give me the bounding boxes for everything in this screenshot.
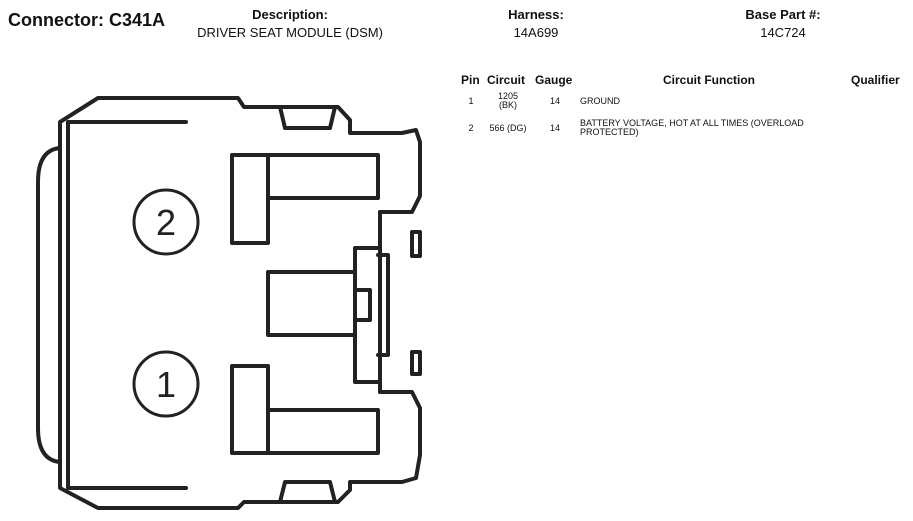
- description-label: Description:: [252, 7, 328, 22]
- harness-label: Harness:: [508, 7, 564, 22]
- connector-housing: [36, 96, 422, 510]
- base-part-value: 14C724: [760, 25, 806, 40]
- harness-value: 14A699: [513, 25, 559, 40]
- column-header-circuit-function: Circuit Function: [663, 73, 755, 87]
- column-header-qualifier: Qualifier: [851, 73, 900, 87]
- table-row-2-function-line1: BATTERY VOLTAGE, HOT AT ALL TIMES (OVERL…: [580, 118, 804, 128]
- base-part-label: Base Part #:: [745, 7, 821, 22]
- table-row-2-gauge: 14: [549, 123, 560, 133]
- description-value: DRIVER SEAT MODULE (DSM): [197, 25, 383, 40]
- column-header-pin: Pin: [461, 73, 480, 87]
- column-header-circuit: Circuit: [487, 73, 526, 87]
- pin-2-marker: 2: [132, 188, 200, 256]
- connector-label: Connector:: [8, 10, 104, 30]
- table-row-1-gauge: 14: [549, 96, 560, 106]
- table-row-2-function-line2: PROTECTED): [580, 127, 639, 137]
- column-header-gauge: Gauge: [535, 73, 573, 87]
- table-row-1-circuit-line2: (BK): [499, 100, 517, 110]
- table-row-2-circuit: 566 (DG): [489, 123, 527, 133]
- pin-1-label: 1: [156, 364, 176, 405]
- table-row-1-function-line1: GROUND: [580, 96, 620, 106]
- table-row-1-circuit-line1: 1205: [497, 91, 519, 101]
- pin-1-circle: [132, 350, 200, 418]
- table-row-1-pin: 1: [468, 96, 474, 106]
- pin-2-circle: [132, 188, 200, 256]
- pin-2-label: 2: [156, 202, 176, 243]
- connector-title: Connector: C341A: [8, 10, 165, 31]
- connector-id: C341A: [109, 10, 166, 30]
- pin-1-marker: 1: [132, 350, 200, 418]
- table-row-2-pin: 2: [468, 123, 474, 133]
